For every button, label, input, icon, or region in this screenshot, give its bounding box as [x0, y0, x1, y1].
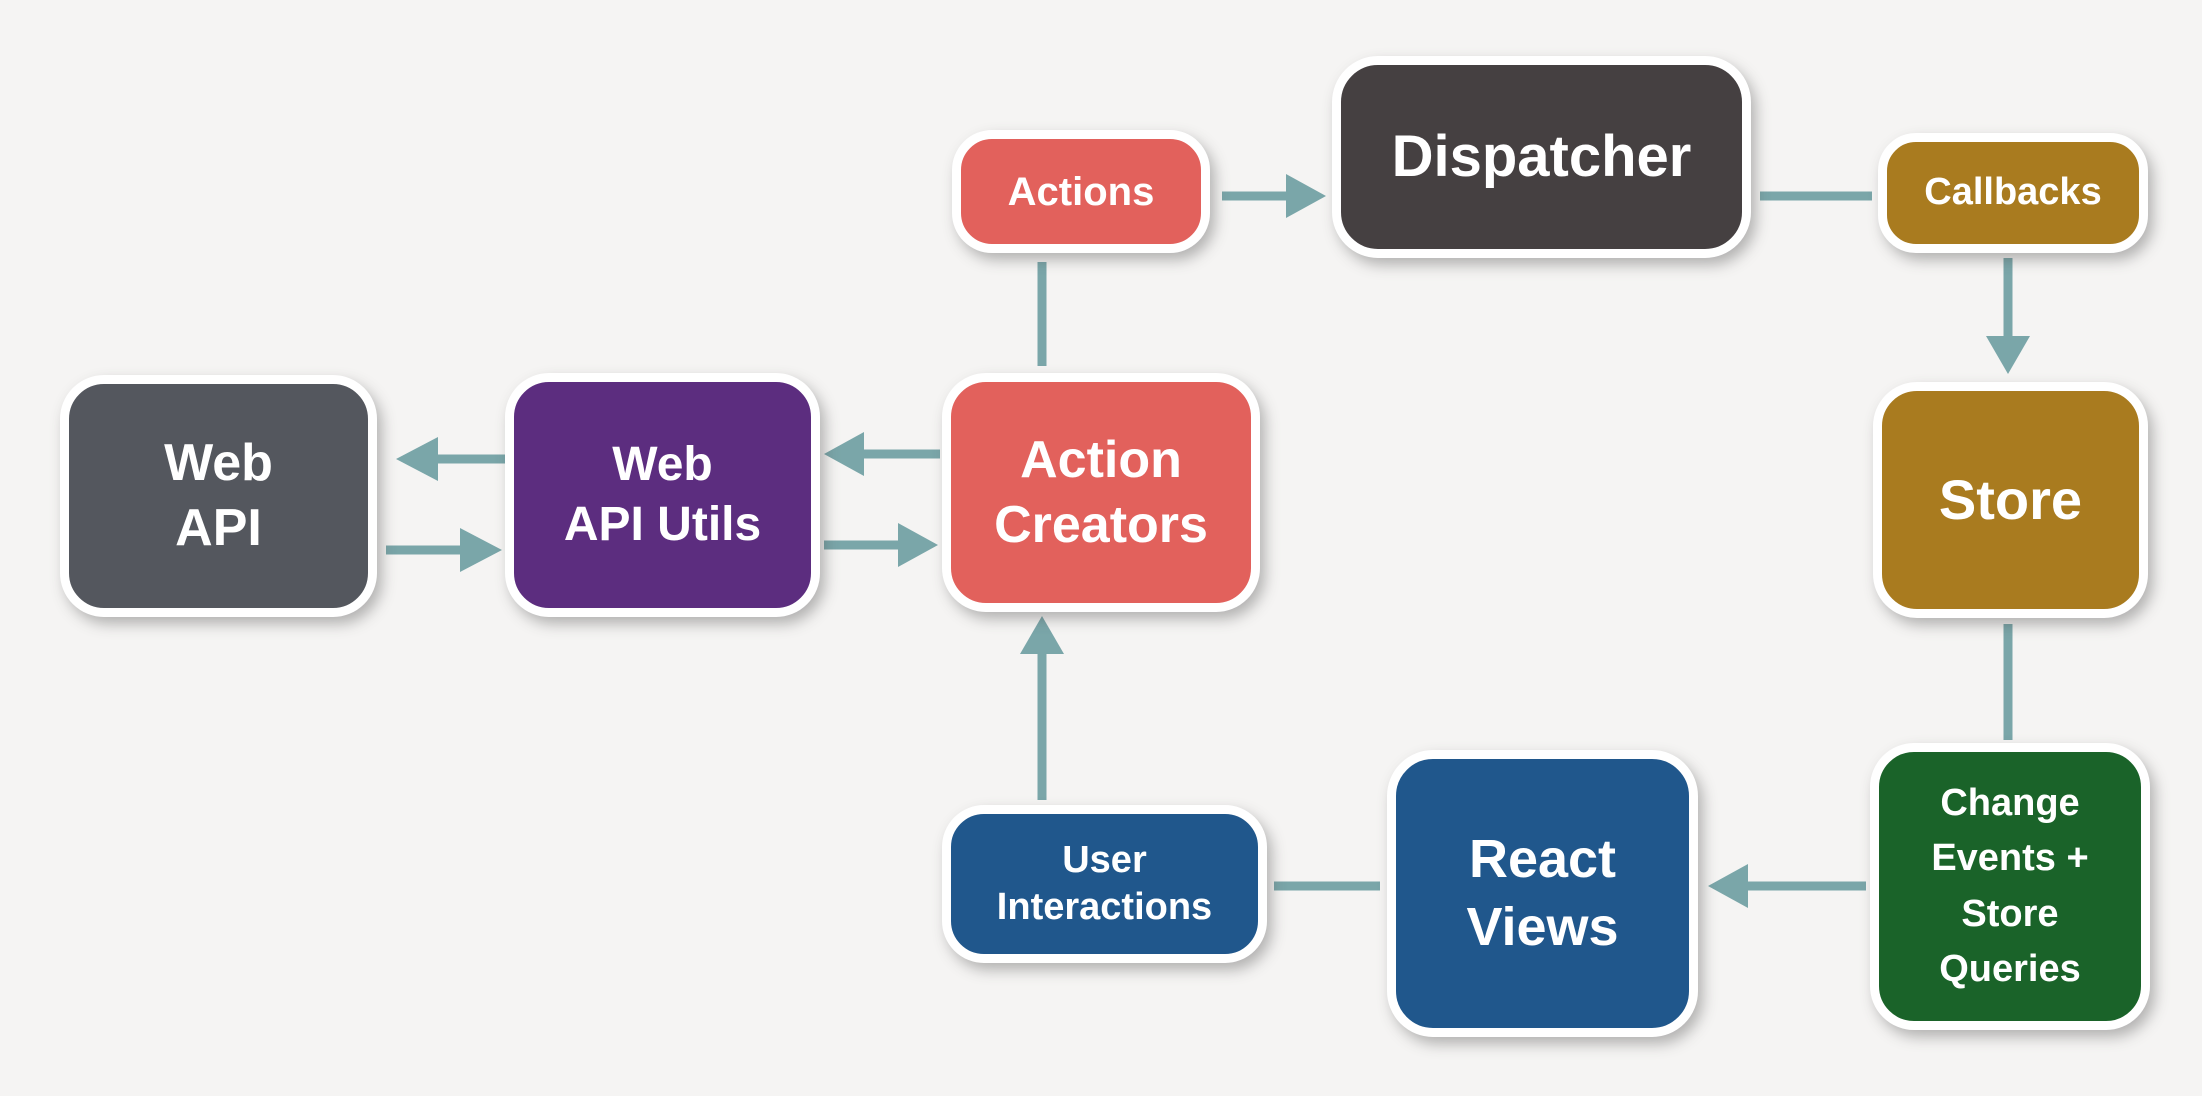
node-action-creators: Action Creators — [942, 373, 1260, 612]
arrow-user-interactions-to-action-creators — [1020, 616, 1064, 800]
node-actions: Actions — [952, 130, 1210, 253]
arrow-web-api-utils-to-action-creators — [824, 523, 938, 567]
arrow-callbacks-to-store — [1986, 258, 2030, 374]
node-web-api-utils-label: Web API Utils — [563, 438, 762, 551]
node-web-api: Web API — [60, 375, 377, 617]
node-react-views-label: React Views — [1466, 829, 1619, 957]
node-dispatcher: Dispatcher — [1332, 56, 1751, 258]
node-actions-label: Actions — [1007, 169, 1155, 214]
node-react-views: React Views — [1387, 750, 1698, 1037]
node-store-label: Store — [1938, 468, 2083, 531]
arrow-change-events-to-react-views — [1708, 864, 1866, 908]
node-store: Store — [1873, 382, 2148, 618]
arrow-web-api-to-web-api-utils — [386, 528, 502, 572]
arrow-action-creators-to-web-api-utils — [824, 432, 940, 476]
node-user-interactions: User Interactions — [942, 805, 1267, 963]
node-dispatcher-label: Dispatcher — [1391, 123, 1692, 189]
arrow-actions-to-dispatcher — [1222, 174, 1326, 218]
node-change-events-store-queries: Change Events + Store Queries — [1870, 743, 2150, 1030]
node-web-api-utils: Web API Utils — [505, 373, 820, 617]
node-web-api-label: Web API — [164, 434, 273, 557]
arrow-web-api-utils-to-web-api — [396, 437, 508, 481]
node-change-events-store-queries-label: Change Events + Store Queries — [1931, 782, 2089, 990]
node-callbacks-label: Callbacks — [1924, 171, 2102, 214]
node-callbacks: Callbacks — [1878, 133, 2148, 253]
node-user-interactions-label: User Interactions — [996, 838, 1213, 929]
node-action-creators-label: Action Creators — [994, 430, 1208, 554]
